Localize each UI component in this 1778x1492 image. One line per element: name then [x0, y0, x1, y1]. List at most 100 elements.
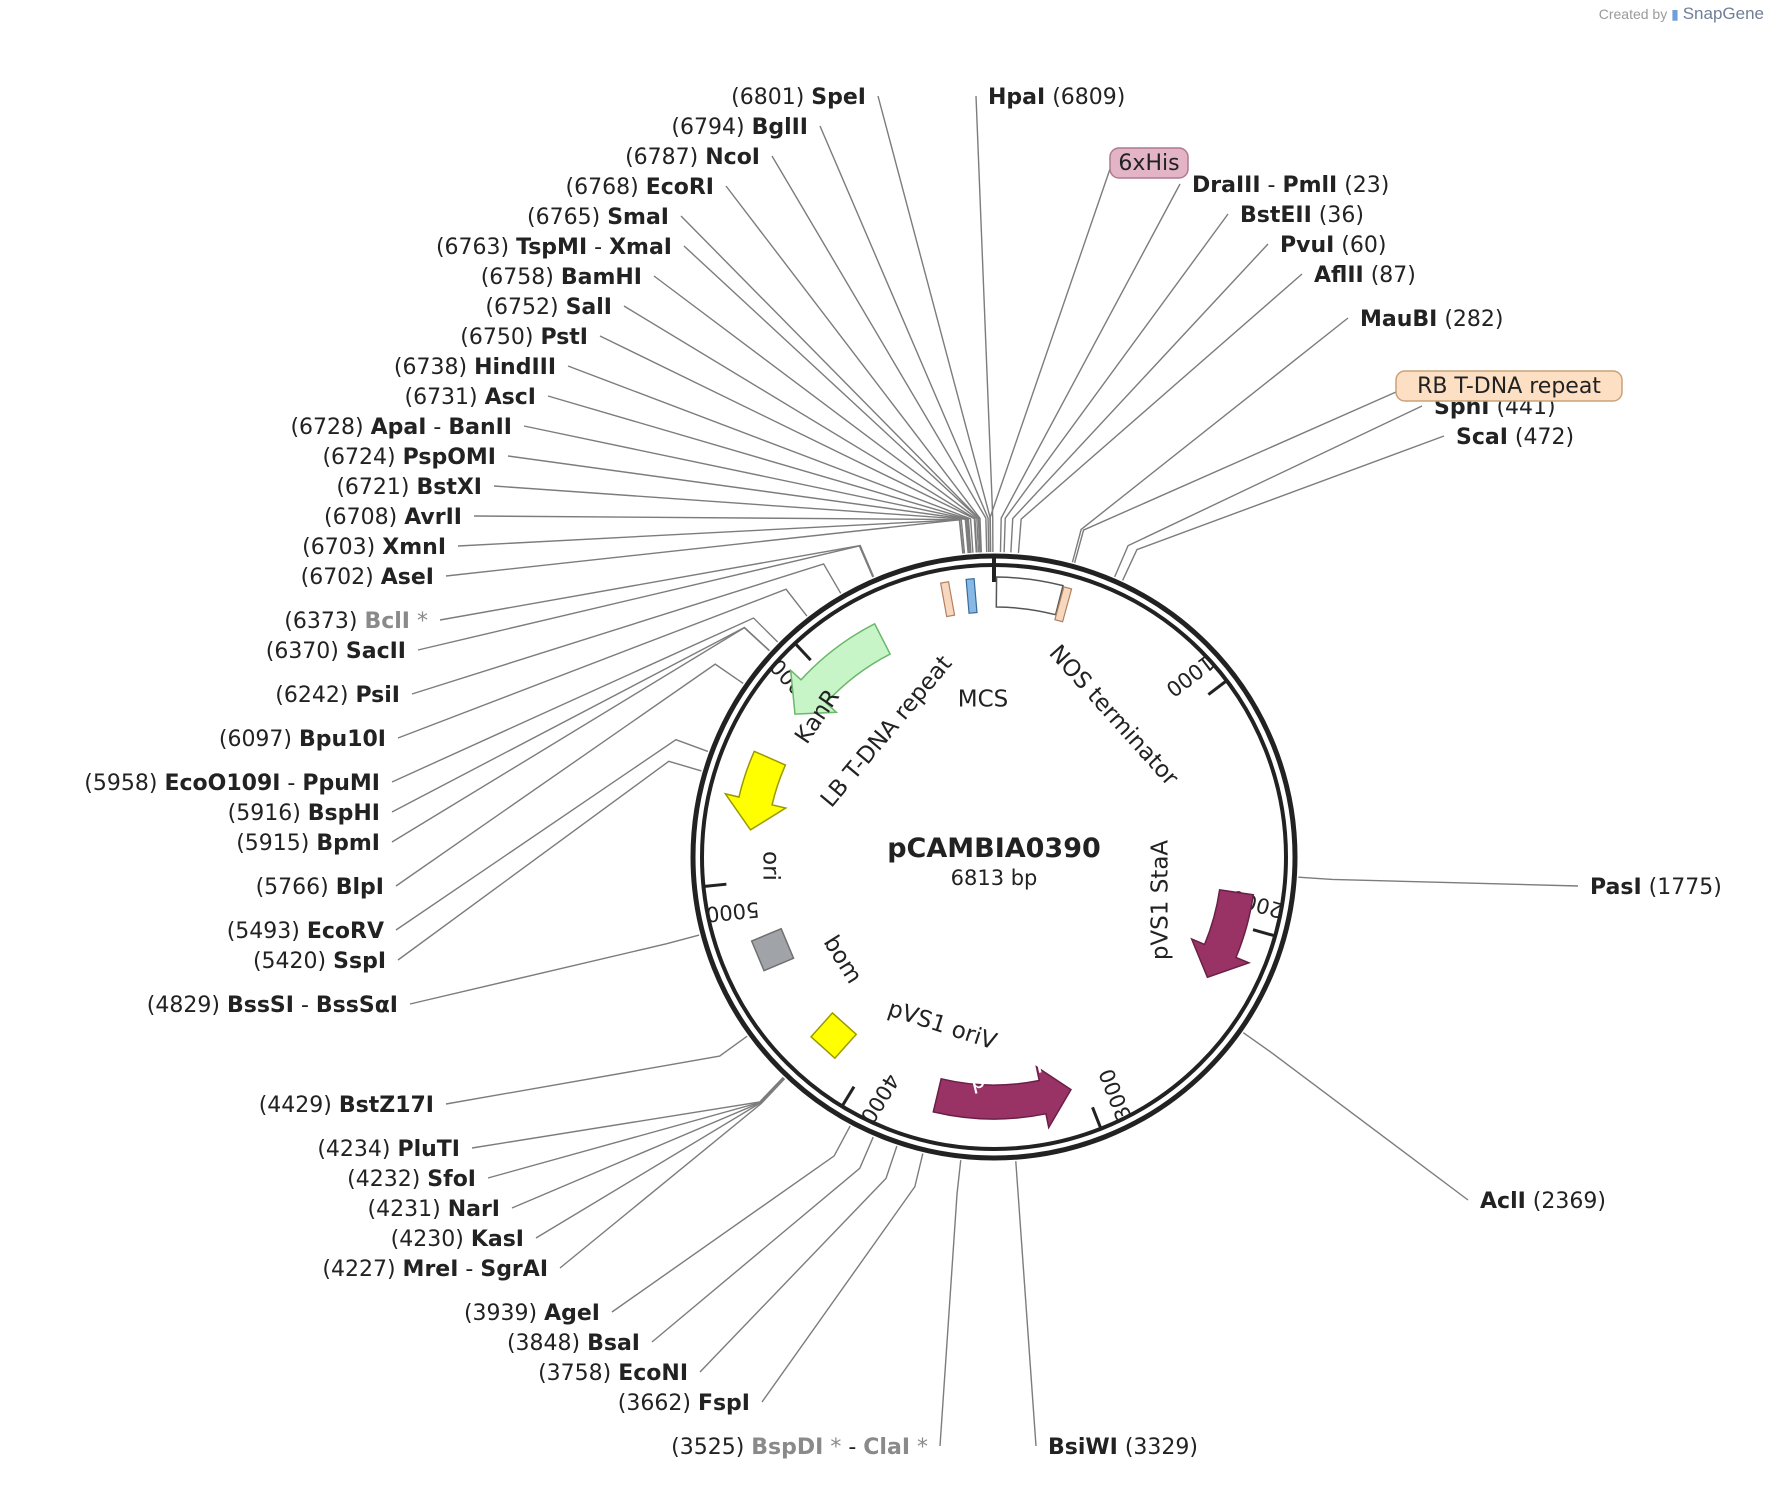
site-label-asei[interactable]: (6702) AseI [301, 565, 434, 590]
site-name: ApaI [371, 415, 427, 440]
site-label-kasi[interactable]: (4230) KasI [391, 1227, 524, 1252]
leader-line-bstz17i [445, 1035, 748, 1105]
site-label-sali[interactable]: (6752) SalI [485, 295, 612, 320]
site-label-agei[interactable]: (3939) AgeI [464, 1301, 600, 1326]
leader-line-pasi [1298, 876, 1579, 887]
site-label-hpai[interactable]: HpaI (6809) [988, 85, 1125, 110]
site-position: (5420) [253, 949, 333, 974]
callout-box-rb-t-dna-repeat[interactable] [1395, 370, 1623, 402]
site-position: (5958) [84, 771, 164, 796]
site-label-pvui[interactable]: PvuI (60) [1280, 233, 1386, 258]
site-position: (282) [1437, 307, 1503, 332]
leader-line-pvui [1010, 243, 1269, 553]
plasmid-size: 6813 bp [951, 866, 1038, 890]
leader-line-kasi [535, 1077, 785, 1239]
site-star: * [910, 1435, 928, 1460]
site-name-2: PpuMI [302, 771, 380, 796]
site-label-blpi[interactable]: (5766) BlpI [256, 875, 384, 900]
site-position: (3848) [507, 1331, 587, 1356]
site-name: TspMI [516, 235, 587, 260]
site-label-bstz17i[interactable]: (4429) BstZ17I [259, 1093, 434, 1118]
site-label-bspdi[interactable]: (3525) BspDI * - ClaI * [671, 1435, 928, 1460]
site-label-mrei[interactable]: (4227) MreI - SgrAI [322, 1257, 548, 1282]
site-label-bamhi[interactable]: (6758) BamHI [481, 265, 642, 290]
site-label-draiii[interactable]: DraIII - PmlI (23) [1192, 173, 1389, 198]
site-position: (6758) [481, 265, 561, 290]
leader-line-bspdi [939, 1160, 962, 1447]
site-position: (3939) [464, 1301, 544, 1326]
site-position: (2369) [1526, 1189, 1606, 1214]
site-label-bsssi[interactable]: (4829) BssSI - BssSαI [147, 993, 398, 1018]
snapgene-logo-icon: ▮ [1671, 6, 1679, 22]
site-labels: (6801) SpeI (6794) BglII (6787) NcoI (6768)… [84, 85, 1722, 1460]
site-label-ecori[interactable]: (6768) EcoRI [566, 175, 714, 200]
site-label-ecoo109i[interactable]: (5958) EcoO109I - PpuMI [84, 771, 380, 796]
site-label-bsiwi[interactable]: BsiWI (3329) [1048, 1435, 1198, 1460]
site-name: BspHI [308, 801, 380, 826]
site-label-asci[interactable]: (6731) AscI [404, 385, 536, 410]
site-label-bsphi[interactable]: (5916) BspHI [228, 801, 380, 826]
feature-pvs1-oriv-box [809, 1011, 858, 1060]
site-label-scai[interactable]: ScaI (472) [1456, 425, 1574, 450]
site-label-bglii[interactable]: (6794) BglII [671, 115, 808, 140]
site-name: BpmI [316, 831, 380, 856]
site-position: (6097) [219, 727, 299, 752]
site-label-tspmi[interactable]: (6763) TspMI - XmaI [436, 235, 672, 260]
site-label-pasi[interactable]: PasI (1775) [1590, 875, 1722, 900]
leader-line-maubi [1071, 317, 1349, 563]
site-label-bpu10i[interactable]: (6097) Bpu10I [219, 727, 386, 752]
site-label-sacii[interactable]: (6370) SacII [266, 639, 406, 664]
site-label-psii[interactable]: (6242) PsiI [275, 683, 400, 708]
site-name: XmnI [382, 535, 446, 560]
site-label-fspi[interactable]: (3662) FspI [618, 1391, 750, 1416]
site-label-spei[interactable]: (6801) SpeI [731, 85, 866, 110]
site-leader-lines [391, 95, 1579, 1447]
site-name-2: SgrAI [480, 1257, 548, 1282]
site-label-sspi[interactable]: (5420) SspI [253, 949, 386, 974]
site-label-pluti[interactable]: (4234) PluTI [317, 1137, 460, 1162]
site-name-2: BssSαI [316, 993, 398, 1018]
feature-pvs1-staa-arrow [1190, 888, 1255, 979]
site-label-apai[interactable]: (6728) ApaI - BanII [290, 415, 512, 440]
site-label-bsteii[interactable]: BstEII (36) [1240, 203, 1364, 228]
site-position: (23) [1337, 173, 1389, 198]
site-label-ecorv[interactable]: (5493) EcoRV [227, 919, 384, 944]
site-label-bpmi[interactable]: (5915) BpmI [236, 831, 380, 856]
site-name: SpeI [811, 85, 866, 110]
tick-mark-4000 [840, 1085, 856, 1108]
site-label-smai[interactable]: (6765) SmaI [527, 205, 669, 230]
site-label-maubi[interactable]: MauBI (282) [1360, 307, 1504, 332]
leader-line-pspomi [507, 455, 970, 554]
site-name: BamHI [561, 265, 642, 290]
site-label-pspomi[interactable]: (6724) PspOMI [322, 445, 496, 470]
site-label-psti[interactable]: (6750) PstI [460, 325, 588, 350]
site-position: (4232) [347, 1167, 427, 1192]
site-label-avrii[interactable]: (6708) AvrII [324, 505, 462, 530]
site-sep: - [294, 993, 316, 1018]
site-label-nari[interactable]: (4231) NarI [368, 1197, 500, 1222]
site-name: AflII [1314, 263, 1364, 288]
site-label-ncoi[interactable]: (6787) NcoI [625, 145, 760, 170]
site-position: (4234) [317, 1137, 397, 1162]
site-name: PstI [540, 325, 588, 350]
callout-box-6xhis[interactable] [1109, 147, 1189, 179]
site-label-hindiii[interactable]: (6738) HindIII [394, 355, 556, 380]
leader-line-sacii [417, 545, 874, 651]
site-name: BspDI [751, 1435, 823, 1460]
site-label-bcli[interactable]: (6373) BclI * [284, 609, 428, 634]
leader-line-bcli [439, 544, 875, 621]
site-label-sfoi[interactable]: (4232) SfoI [347, 1167, 476, 1192]
site-label-xmni[interactable]: (6703) XmnI [302, 535, 446, 560]
site-label-aflii[interactable]: AflII (87) [1314, 263, 1416, 288]
site-label-bsai[interactable]: (3848) BsaI [507, 1331, 640, 1356]
callout-text-rb-t-dna-repeat: RB T-DNA repeat [1417, 374, 1601, 399]
site-label-acli[interactable]: AclI (2369) [1480, 1189, 1606, 1214]
site-label-econi[interactable]: (3758) EcoNI [538, 1361, 688, 1386]
site-sep: - [587, 235, 609, 260]
site-name: AclI [1480, 1189, 1526, 1214]
site-name: Bpu10I [299, 727, 386, 752]
site-position: (4230) [391, 1227, 471, 1252]
leader-line-asei [445, 519, 964, 577]
site-label-bstxi[interactable]: (6721) BstXI [336, 475, 482, 500]
tick-label-5000: 5000 [705, 897, 761, 926]
